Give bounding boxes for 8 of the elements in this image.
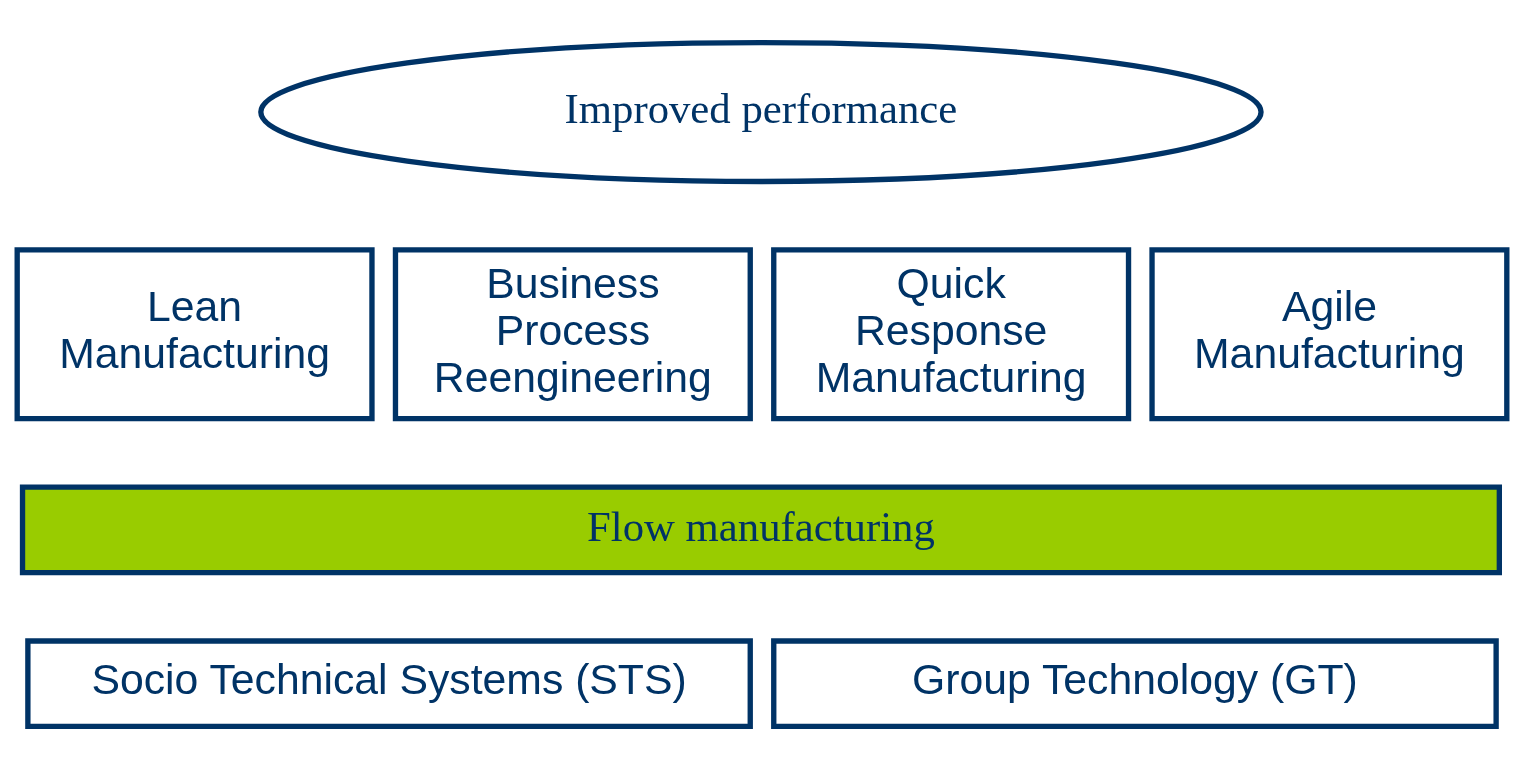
node-box: Agile Manufacturing — [1149, 246, 1510, 421]
node-box: Lean Manufacturing — [14, 246, 375, 421]
node-box: Flow manufacturing — [19, 483, 1502, 575]
node-ellipse: Improved performance — [258, 39, 1264, 184]
node-box: Quick Response Manufacturing — [771, 246, 1132, 421]
node-box: Socio Technical Systems (STS) — [25, 637, 753, 729]
node-box: Business Process Reengineering — [392, 246, 753, 421]
node-box: Group Technology (GT) — [771, 637, 1499, 729]
